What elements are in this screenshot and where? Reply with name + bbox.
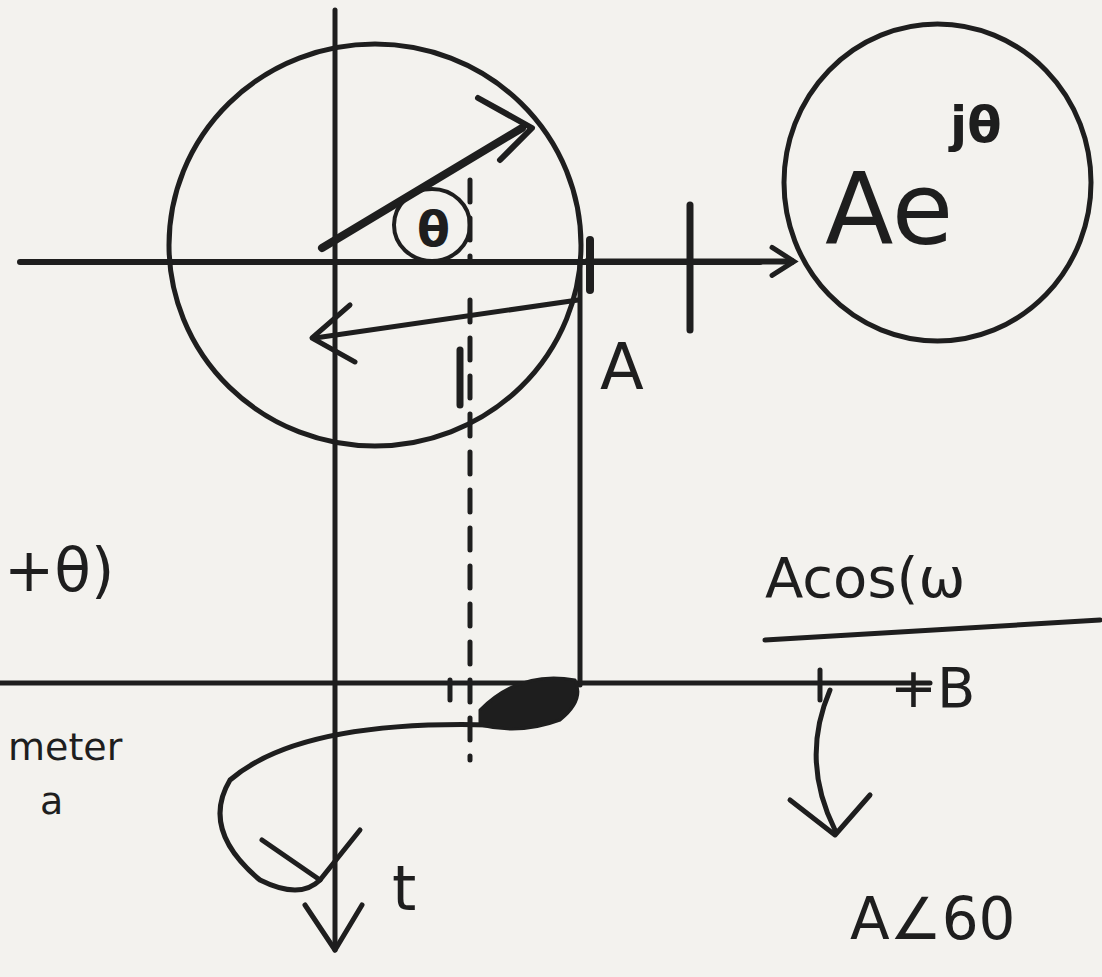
handwritten-label: a: [40, 782, 63, 820]
node-text: Ae: [825, 160, 953, 260]
handwritten-label: A: [600, 335, 644, 399]
superscript: jθ: [950, 100, 1002, 150]
phasor-circle: θ: [165, 40, 585, 450]
handwritten-label: t: [392, 858, 416, 920]
handwritten-label: Acos(ω: [765, 550, 965, 606]
node-text: θ: [417, 205, 450, 253]
handwritten-label: A∠60: [850, 890, 1015, 948]
phasor-ellipse: Ae jθ: [780, 20, 1095, 345]
handwritten-label: +θ): [4, 540, 114, 600]
handwritten-label: meter: [8, 728, 122, 766]
handwritten-label: +B: [890, 660, 975, 716]
connector-arrow: [585, 247, 794, 275]
node-outline: [165, 40, 585, 450]
